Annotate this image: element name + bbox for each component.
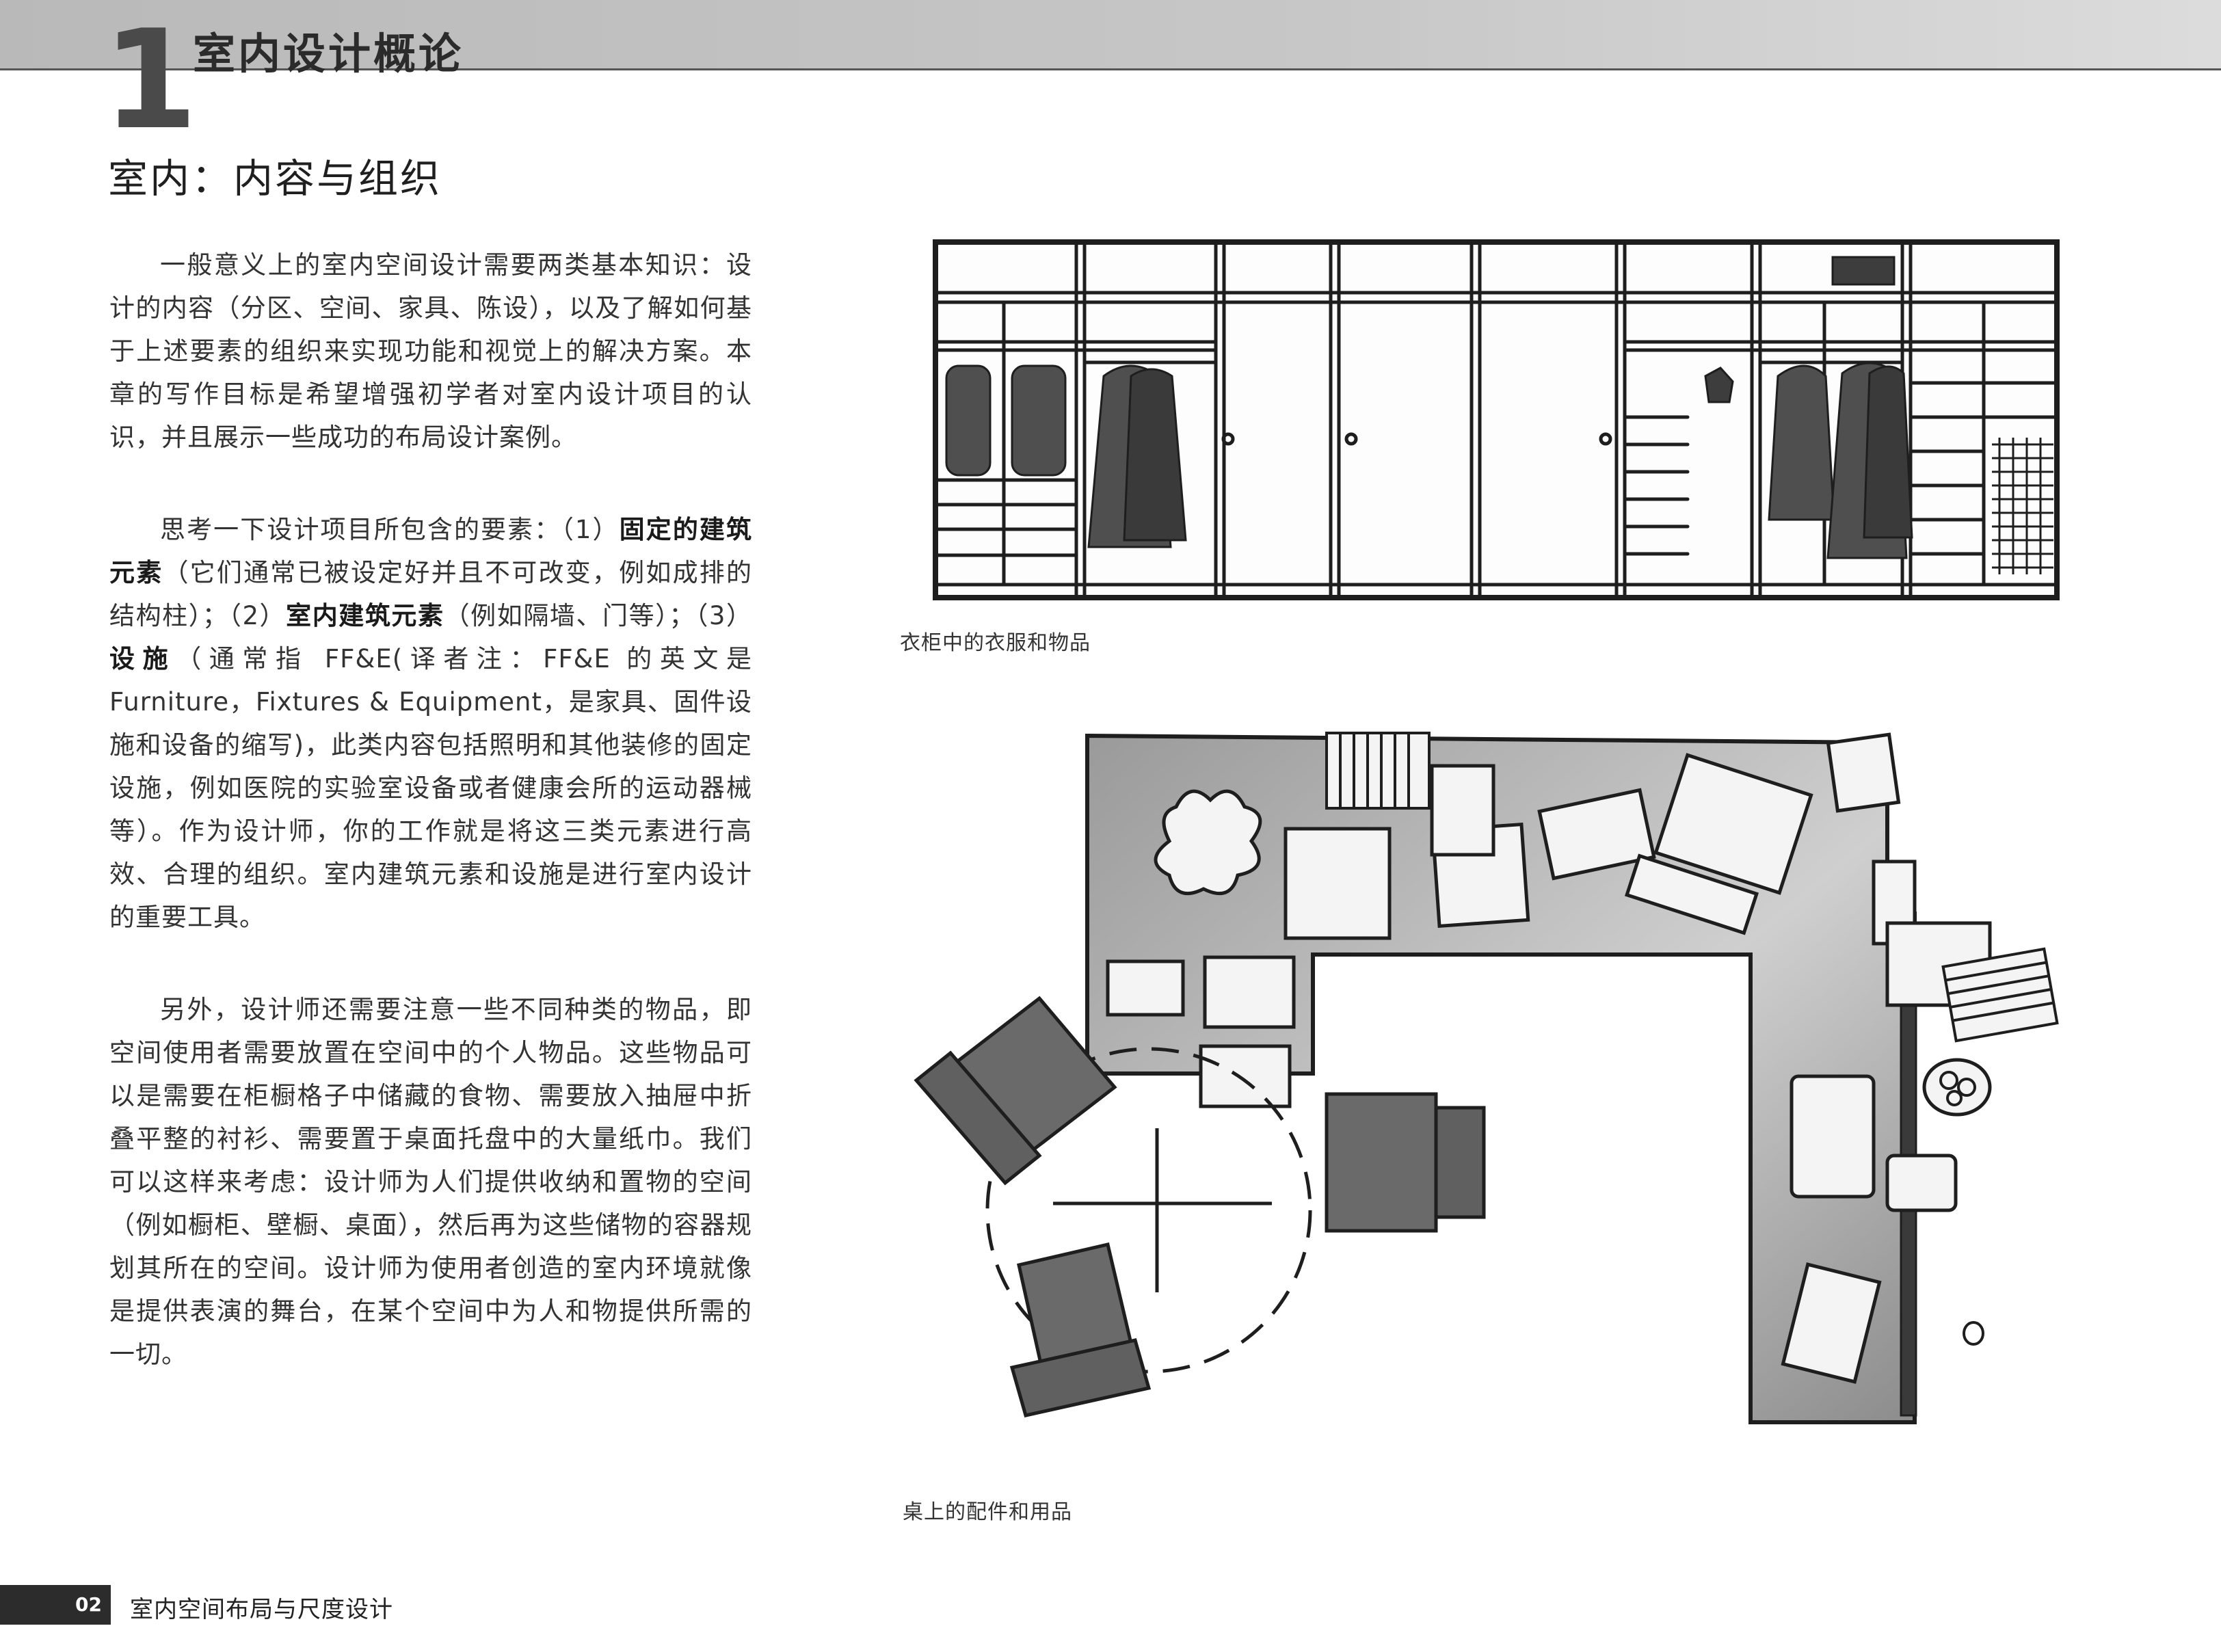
body-text-column: 一般意义上的室内空间设计需要两类基本知识：设计的内容（分区、空间、家具、陈设），… xyxy=(109,243,752,1425)
section-title: 室内：内容与组织 xyxy=(108,155,442,202)
paragraph-3: 另外，设计师还需要注意一些不同种类的物品，即空间使用者需要放置在空间中的个人物品… xyxy=(109,995,752,1369)
desk-caption: 桌上的配件和用品 xyxy=(903,1500,1072,1524)
desk-illustration xyxy=(914,732,2059,1424)
page-number: 02 xyxy=(75,1593,102,1616)
wardrobe-caption: 衣柜中的衣服和物品 xyxy=(900,631,1091,655)
wardrobe-illustration xyxy=(933,239,2060,600)
paragraph-2: 思考一下设计项目所包含的要素：（1）固定的建筑元素（它们通常已被设定好并且不可改… xyxy=(109,508,752,939)
paragraph-2-text: （它们通常已被设定好并且不可改变，例如成排的结构柱）；（2） xyxy=(109,558,753,630)
term-fixed-architectural-elements: 固定的建筑元素 xyxy=(109,515,752,587)
paragraph-2-text: （例如隔墙、门等）；（3） xyxy=(444,601,753,630)
footer-bar xyxy=(0,1585,111,1625)
chapter-title: 室内设计概论 xyxy=(193,29,464,79)
header-band xyxy=(0,0,2221,70)
footer-book-title: 室内空间布局与尺度设计 xyxy=(130,1596,393,1623)
paragraph-1: 一般意义上的室内空间设计需要两类基本知识：设计的内容（分区、空间、家具、陈设），… xyxy=(109,250,752,452)
chapter-number: 1 xyxy=(103,1,198,160)
term-facilities: 设施 xyxy=(109,644,176,674)
paragraph-2-text: （通常指 FF&E(译者注：FF&E 的英文是 Furniture，Fixtur… xyxy=(109,644,753,932)
paragraph-2-text: 思考一下设计项目所包含的要素：（1） xyxy=(160,515,620,544)
term-interior-architectural-elements: 室内建筑元素 xyxy=(286,601,444,630)
